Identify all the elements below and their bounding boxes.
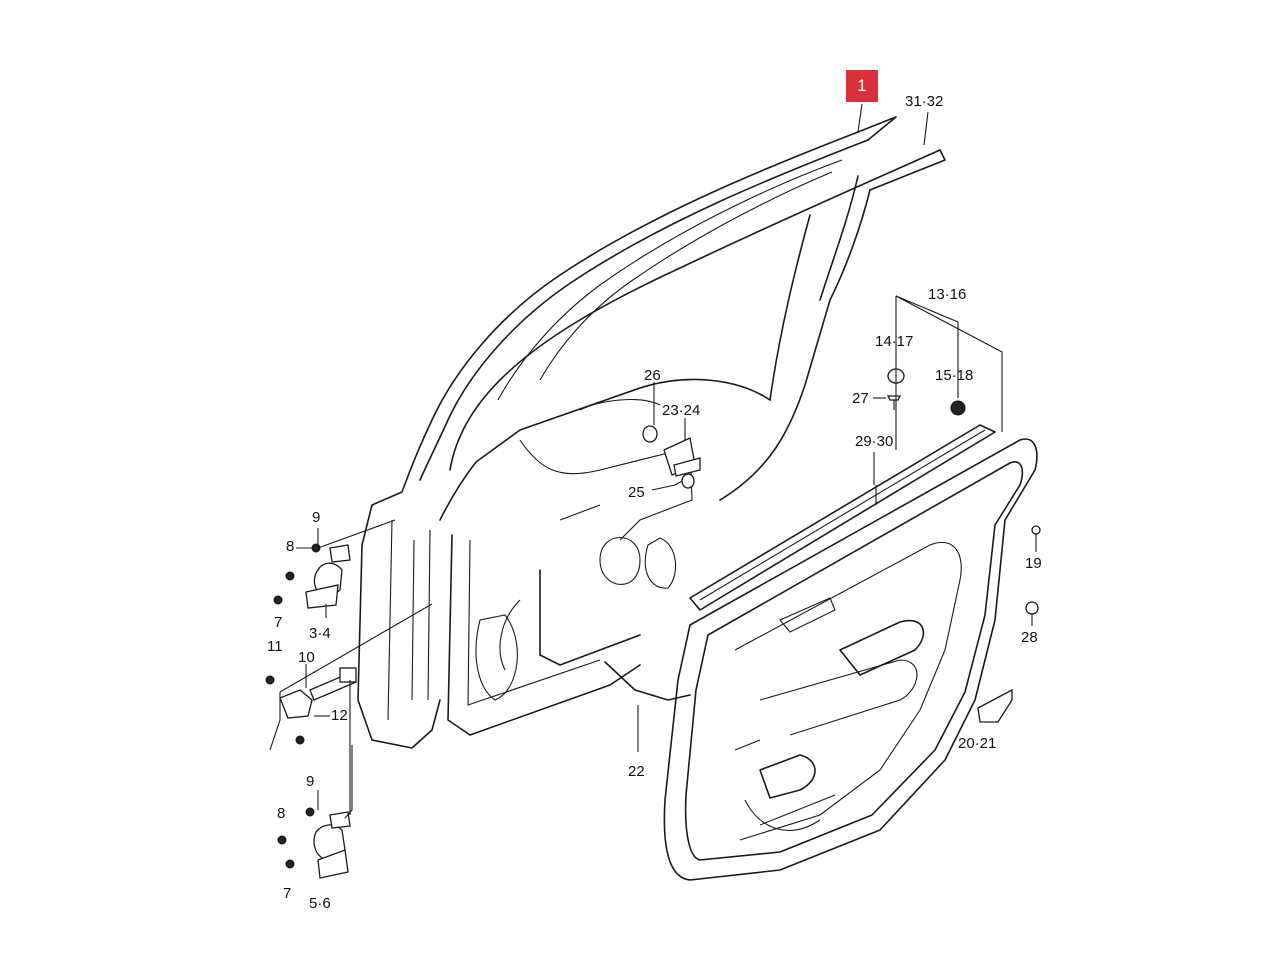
clip-15-18 xyxy=(950,400,966,416)
regulator-bracket-23-24 xyxy=(663,437,701,477)
label-23-24: 23·24 xyxy=(662,402,700,419)
label-7-upper: 7 xyxy=(274,614,282,631)
label-25: 25 xyxy=(628,484,645,501)
label-8-lower: 8 xyxy=(277,805,285,822)
label-10: 10 xyxy=(298,649,315,666)
door-weatherstrip xyxy=(449,149,946,501)
label-31-32: 31·32 xyxy=(905,93,943,110)
bushing-26 xyxy=(642,425,658,443)
label-8-upper: 8 xyxy=(286,538,294,555)
part-1-callout[interactable]: 1 xyxy=(846,70,878,102)
label-15-18: 15·18 xyxy=(935,367,973,384)
part-labels: 31·32 13·16 14·17 15·18 27 29·30 26 23·2… xyxy=(267,93,1042,912)
upper-hinge-3-4 xyxy=(305,544,351,609)
lower-seal xyxy=(604,661,691,701)
belt-moulding xyxy=(689,424,996,611)
label-29-30: 29·30 xyxy=(855,433,893,450)
label-3-4: 3·4 xyxy=(309,625,331,642)
cover-20-21 xyxy=(977,688,1013,723)
bolt-25 xyxy=(674,473,695,489)
label-28: 28 xyxy=(1021,629,1038,646)
label-5-6: 5·6 xyxy=(309,895,331,912)
label-9-upper: 9 xyxy=(312,509,320,526)
lower-hinge-5-6 xyxy=(313,811,351,879)
label-14-17: 14·17 xyxy=(875,333,913,350)
door-trim-panel xyxy=(663,438,1038,881)
screw-27 xyxy=(886,395,902,410)
label-27: 27 xyxy=(852,390,869,407)
label-11: 11 xyxy=(267,638,283,655)
label-13-16: 13·16 xyxy=(928,286,966,303)
door-check-10 xyxy=(279,667,357,719)
screw-19 xyxy=(1031,525,1041,546)
hinge-bolts xyxy=(265,543,321,869)
label-20-21: 20·21 xyxy=(958,735,996,752)
label-22: 22 xyxy=(628,763,645,780)
label-19: 19 xyxy=(1025,555,1042,572)
label-26: 26 xyxy=(644,367,661,384)
leader-lines xyxy=(269,103,1037,819)
label-12: 12 xyxy=(331,707,348,724)
label-9-lower: 9 xyxy=(306,773,314,790)
label-7-lower: 7 xyxy=(283,885,291,902)
cap-28 xyxy=(1025,601,1039,615)
door-shell xyxy=(357,116,897,749)
